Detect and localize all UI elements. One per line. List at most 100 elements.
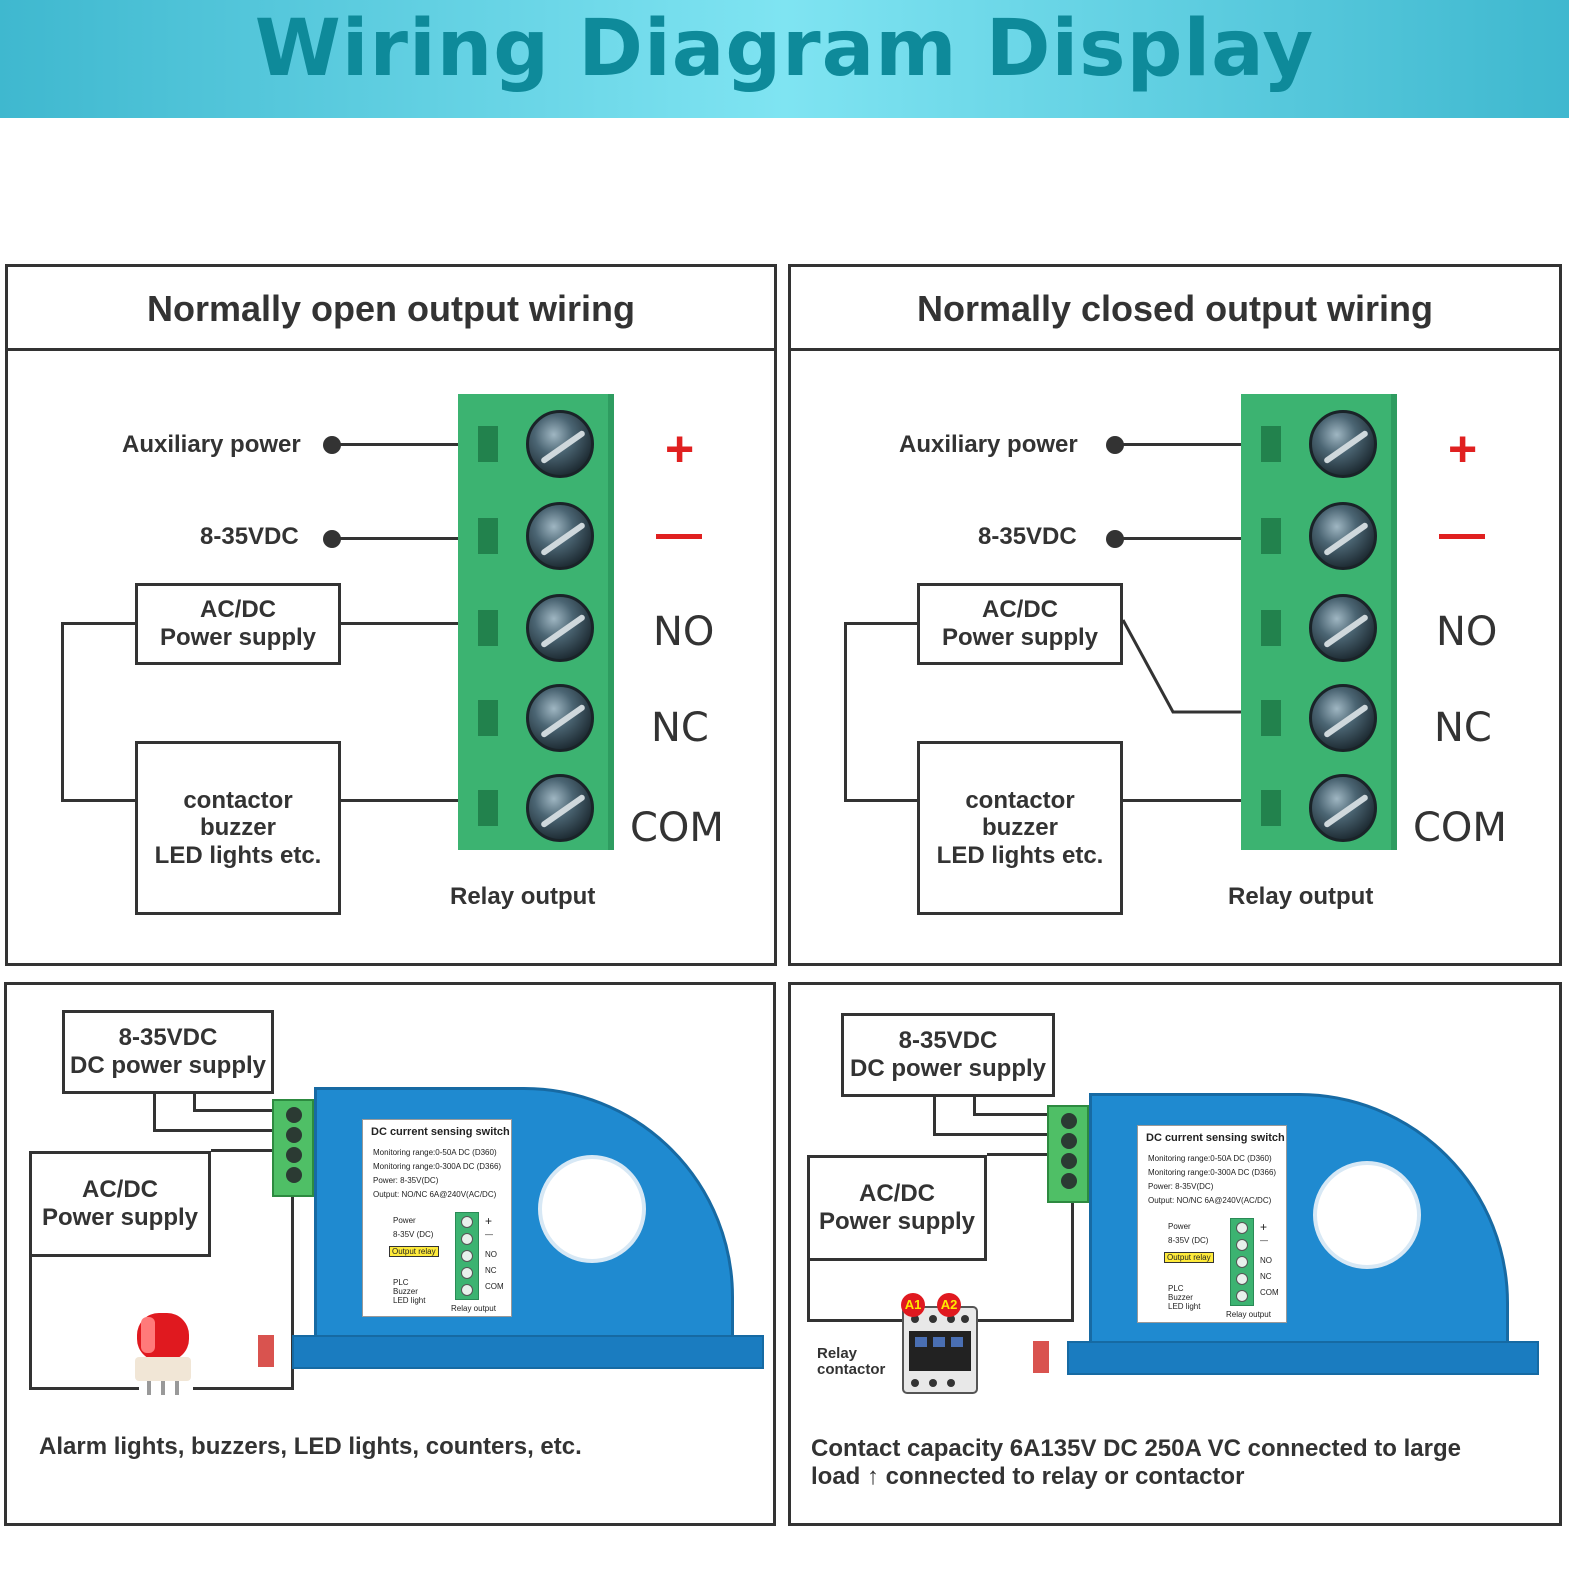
voltage-label: 8-35VDC (200, 523, 299, 550)
device-label-buzzer: Buzzer (393, 1287, 418, 1296)
nc-wire (1121, 619, 1256, 714)
psu-line1: AC/DC (200, 596, 276, 624)
psu-line1: AC/DC (982, 596, 1058, 624)
relay-label: Relay (817, 1345, 858, 1362)
wire (61, 799, 137, 802)
mini-nc: NC (485, 1266, 497, 1275)
dc-line1: 8-35VDC (898, 1027, 998, 1055)
terminal-dot (323, 530, 341, 548)
dc-line1: 8-35VDC (118, 1024, 218, 1052)
device-label-led: LED light (393, 1296, 426, 1305)
panel-title: Normally open output wiring (8, 267, 774, 351)
wire (341, 622, 501, 625)
wire (973, 1113, 1063, 1116)
panel-normally-closed: Normally closed output wiring Auxiliary … (788, 264, 1562, 966)
mini-relay-output: Relay output (1226, 1310, 1271, 1319)
psu-line2: Power supply (941, 624, 1099, 651)
wire (333, 443, 501, 446)
device-label-voltage: 8-35V (DC) (393, 1230, 434, 1239)
device-label: DC current sensing switch Monitoring ran… (1137, 1125, 1287, 1323)
terminal-nc-label: NC (1434, 705, 1492, 751)
relay-output-label: Relay output (1228, 883, 1374, 910)
terminal-com-label: COM (630, 805, 724, 851)
device-foot (258, 1335, 274, 1367)
mini-minus: — (1260, 1236, 1268, 1245)
wire (291, 1181, 294, 1390)
terminal-nc-label: NC (651, 705, 709, 751)
current-sensor-device: DC current sensing switch Monitoring ran… (252, 1085, 767, 1385)
wire (844, 799, 919, 802)
wire (844, 622, 919, 625)
wire (193, 1387, 293, 1390)
device-label-line: Monitoring range:0-300A DC (D366) (373, 1162, 502, 1171)
device-label-line: Power: 8-35V(DC) (373, 1176, 439, 1185)
aux-power-label: Auxiliary power (899, 431, 1078, 458)
psu-line2: Power supply (818, 1208, 976, 1235)
psu-box: AC/DC Power supply (917, 583, 1123, 665)
wire (341, 799, 501, 802)
contactor-caption-line2: load ↑ connected to relay or contactor (811, 1463, 1245, 1490)
device-label-line: Monitoring range:0-50A DC (D360) (1148, 1154, 1272, 1163)
device-label-voltage: 8-35V (DC) (1168, 1236, 1209, 1245)
mini-terminal (1230, 1218, 1254, 1306)
load-line1: contactor (183, 786, 293, 814)
minus-icon (656, 534, 702, 539)
output-relay-tag: Output relay (1164, 1252, 1214, 1263)
panel-title: Normally closed output wiring (791, 267, 1559, 351)
device-foot (1033, 1341, 1049, 1373)
mini-no: NO (485, 1250, 497, 1259)
wire (807, 1261, 810, 1321)
psu-box: AC/DC Power supply (29, 1151, 211, 1257)
wire (29, 1257, 32, 1389)
mini-nc: NC (1260, 1272, 1272, 1281)
din-rail (292, 1335, 764, 1369)
device-label-led: LED light (1168, 1302, 1201, 1311)
mini-terminal (455, 1212, 479, 1300)
load-line1: contactor (965, 786, 1075, 814)
terminal-dot (1106, 436, 1124, 454)
wire (153, 1094, 156, 1130)
device-label-line: Output: NO/NC 6A@240V(AC/DC) (373, 1190, 497, 1199)
panel-contactor-wiring: 8-35VDC DC power supply AC/DC Power supp… (788, 982, 1562, 1526)
contactor-label: contactor (817, 1361, 886, 1378)
psu-line2: Power supply (41, 1204, 199, 1231)
device-label-title: DC current sensing switch (371, 1126, 510, 1138)
mini-no: NO (1260, 1256, 1272, 1265)
panel-normally-open: Normally open output wiring Auxiliary po… (5, 264, 777, 966)
dc-power-box: 8-35VDC DC power supply (62, 1010, 274, 1094)
mini-relay-output: Relay output (451, 1304, 496, 1313)
device-label-power: Power (1168, 1222, 1191, 1231)
alarm-caption: Alarm lights, buzzers, LED lights, count… (39, 1433, 582, 1460)
mini-com: COM (1260, 1288, 1279, 1297)
banner-title: Wiring Diagram Display (254, 4, 1315, 94)
current-sensor-device: DC current sensing switch Monitoring ran… (1027, 1091, 1542, 1391)
wire (29, 1387, 139, 1390)
device-label-power: Power (393, 1216, 416, 1225)
wire (933, 1097, 936, 1135)
relay-contactor-icon (902, 1306, 978, 1394)
alarm-lamp-icon (135, 1313, 191, 1395)
load-line3: LED lights etc. (154, 841, 322, 869)
load-box: contactor buzzer LED lights etc. (135, 741, 341, 915)
wire (153, 1129, 283, 1132)
device-label-plc: PLC (1168, 1284, 1184, 1293)
connector-block (272, 1099, 314, 1197)
din-rail (1067, 1341, 1539, 1375)
wire (61, 622, 64, 802)
panel-alarm-wiring: 8-35VDC DC power supply AC/DC Power supp… (4, 982, 776, 1526)
dc-power-box: 8-35VDC DC power supply (841, 1013, 1055, 1097)
psu-line1: AC/DC (82, 1176, 158, 1204)
terminal-block (458, 394, 614, 850)
wire (333, 537, 501, 540)
mini-plus: + (1260, 1220, 1268, 1234)
wire (61, 622, 137, 625)
device-label-line: Monitoring range:0-300A DC (D366) (1148, 1168, 1277, 1177)
sensing-hole (1313, 1161, 1421, 1269)
plus-icon: + (1448, 421, 1478, 477)
terminal-no-label: NO (653, 609, 715, 655)
relay-output-label: Relay output (450, 883, 596, 910)
output-relay-tag: Output relay (389, 1246, 439, 1257)
device-label-buzzer: Buzzer (1168, 1293, 1193, 1302)
wire (807, 1319, 913, 1322)
wire (211, 1149, 283, 1152)
